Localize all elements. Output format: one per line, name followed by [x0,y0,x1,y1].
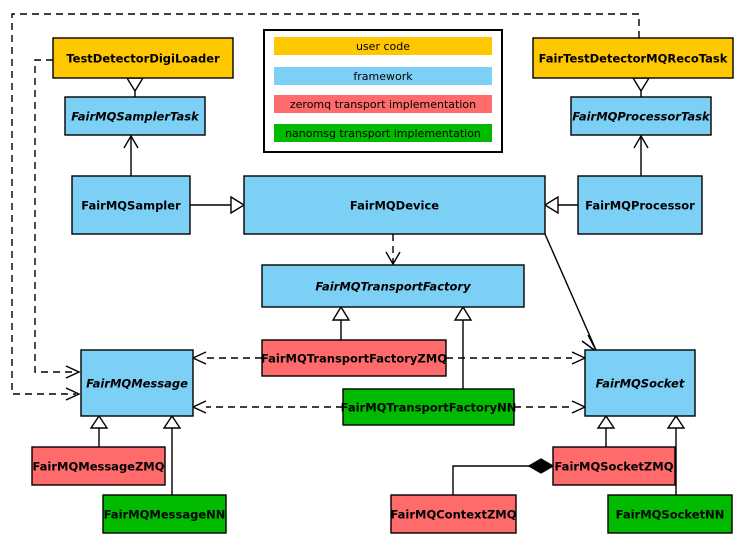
class-box-rect-FairMQTransportFactoryNN [342,388,515,426]
legend-label-zeromq: zeromq transport implementation [290,98,476,111]
edge-processortask-to-recotask [631,77,651,97]
legend-item-user-code: user code [274,37,492,55]
class-box-FairMQSampler[interactable]: FairMQSampler [71,175,191,235]
edge-sampler-to-device [190,195,246,215]
legend-swatch-framework [274,67,492,85]
edge-tfzmq-to-message [191,351,262,365]
edge-tfnn-to-message [191,400,343,414]
edge-device-to-transportfactory [385,234,401,266]
node-layer: TestDetectorDigiLoader FairTestDetectorMQ… [31,37,734,534]
class-box-rect-FairMQDevice [243,175,546,235]
class-box-FairMQMessageNN[interactable]: FairMQMessageNN [102,494,227,534]
class-name-FairMQMessage: FairMQMessage [86,377,188,391]
class-box-FairMQDevice[interactable]: FairMQDevice [243,175,546,235]
class-name-FairMQSocketNN: FairMQSocketNN [616,508,725,522]
class-box-rect-FairMQSocketZMQ [552,446,676,486]
class-box-FairMQTransportFactoryNN[interactable]: FairMQTransportFactoryNN [341,388,517,426]
class-box-FairMQMessage[interactable]: FairMQMessage [80,349,194,417]
class-box-rect-FairMQProcessor [577,175,703,235]
class-name-FairMQSocketZMQ: FairMQSocketZMQ [555,460,674,474]
edge-recotask-to-message [11,13,640,401]
legend-label-user-code: user code [356,40,410,53]
class-name-FairMQSampler: FairMQSampler [81,199,181,213]
legend-item-nanomsg: nanomsg transport implementation [274,124,492,142]
edge-sampler-to-samplertask [123,134,139,176]
class-box-rect-FairMQMessageNN [102,494,227,534]
legend-item-framework: framework [274,67,492,85]
edge-processor-to-device [543,195,578,215]
legend-swatch-nanomsg [274,124,492,142]
class-box-FairMQSocketNN[interactable]: FairMQSocketNN [607,494,733,534]
class-box-FairMQTransportFactoryZMQ[interactable]: FairMQTransportFactoryZMQ [261,339,447,377]
edge-socketzmq-to-socket [596,414,616,447]
class-name-FairMQDevice: FairMQDevice [350,199,439,213]
edge-messagezmq-to-message [89,414,109,447]
class-name-TestDetectorDigiLoader: TestDetectorDigiLoader [66,52,220,66]
legend-box: user code framework zeromq transport imp… [263,29,503,153]
class-box-rect-FairMQMessage [80,349,194,417]
legend-label-framework: framework [353,70,413,83]
class-box-rect-FairMQSocket [584,349,696,417]
class-box-TestDetectorDigiLoader[interactable]: TestDetectorDigiLoader [52,37,234,79]
edge-tfzmq-to-socket [446,351,587,365]
class-box-FairMQSocket[interactable]: FairMQSocket [584,349,696,417]
class-box-rect-FairMQSocketNN [607,494,733,534]
class-box-FairMQSocketZMQ[interactable]: FairMQSocketZMQ [552,446,676,486]
class-name-FairMQProcessor: FairMQProcessor [585,199,695,213]
class-box-rect-FairMQSampler [71,175,191,235]
legend-label-nanomsg: nanomsg transport implementation [285,127,481,140]
class-box-FairMQTransportFactory[interactable]: FairMQTransportFactory [261,264,525,308]
legend-swatch-zeromq [274,95,492,113]
edge-samplertask-to-digiloader [125,77,145,97]
class-box-rect-FairMQSamplerTask [64,96,206,136]
class-name-FairMQTransportFactory: FairMQTransportFactory [315,280,471,294]
edge-socketzmq-composition-contextzmq [452,458,555,495]
class-box-rect-FairMQContextZMQ [390,494,517,534]
class-box-rect-FairMQTransportFactoryZMQ [261,339,447,377]
edge-digiloader-to-message [34,59,81,379]
class-name-FairMQSamplerTask: FairMQSamplerTask [71,110,200,124]
class-name-FairMQTransportFactoryZMQ: FairMQTransportFactoryZMQ [261,352,447,366]
class-box-FairMQMessageZMQ[interactable]: FairMQMessageZMQ [31,446,166,486]
class-box-rect-FairTestDetectorMQRecoTask [532,37,734,79]
edge-processor-to-processortask [633,134,649,176]
class-box-FairTestDetectorMQRecoTask[interactable]: FairTestDetectorMQRecoTask [532,37,734,79]
class-name-FairMQSocket: FairMQSocket [596,377,685,391]
class-name-FairMQMessageZMQ: FairMQMessageZMQ [32,460,164,474]
class-name-FairMQMessageNN: FairMQMessageNN [104,508,226,522]
class-name-FairTestDetectorMQRecoTask: FairTestDetectorMQRecoTask [539,52,728,66]
class-box-FairMQContextZMQ[interactable]: FairMQContextZMQ [390,494,517,534]
class-name-FairMQTransportFactoryNN: FairMQTransportFactoryNN [341,401,517,415]
legend-item-zeromq: zeromq transport implementation [274,95,492,113]
edge-device-to-socket [544,233,598,353]
class-box-FairMQProcessor[interactable]: FairMQProcessor [577,175,703,235]
edge-tfzmq-to-transportfactory [331,305,351,340]
class-name-FairMQProcessorTask: FairMQProcessorTask [572,110,711,124]
class-box-rect-TestDetectorDigiLoader [52,37,234,79]
class-box-FairMQProcessorTask[interactable]: FairMQProcessorTask [570,96,712,136]
class-box-rect-FairMQMessageZMQ [31,446,166,486]
legend-swatch-user-code [274,37,492,55]
class-name-FairMQContextZMQ: FairMQContextZMQ [390,508,516,522]
edge-socketnn-to-socket [666,414,686,495]
class-box-rect-FairMQTransportFactory [261,264,525,308]
edge-tfnn-to-transportfactory [453,305,473,389]
class-box-FairMQSamplerTask[interactable]: FairMQSamplerTask [64,96,206,136]
edge-messagenn-to-message [162,414,182,495]
class-box-rect-FairMQProcessorTask [570,96,712,136]
edge-tfnn-to-socket [514,400,587,414]
